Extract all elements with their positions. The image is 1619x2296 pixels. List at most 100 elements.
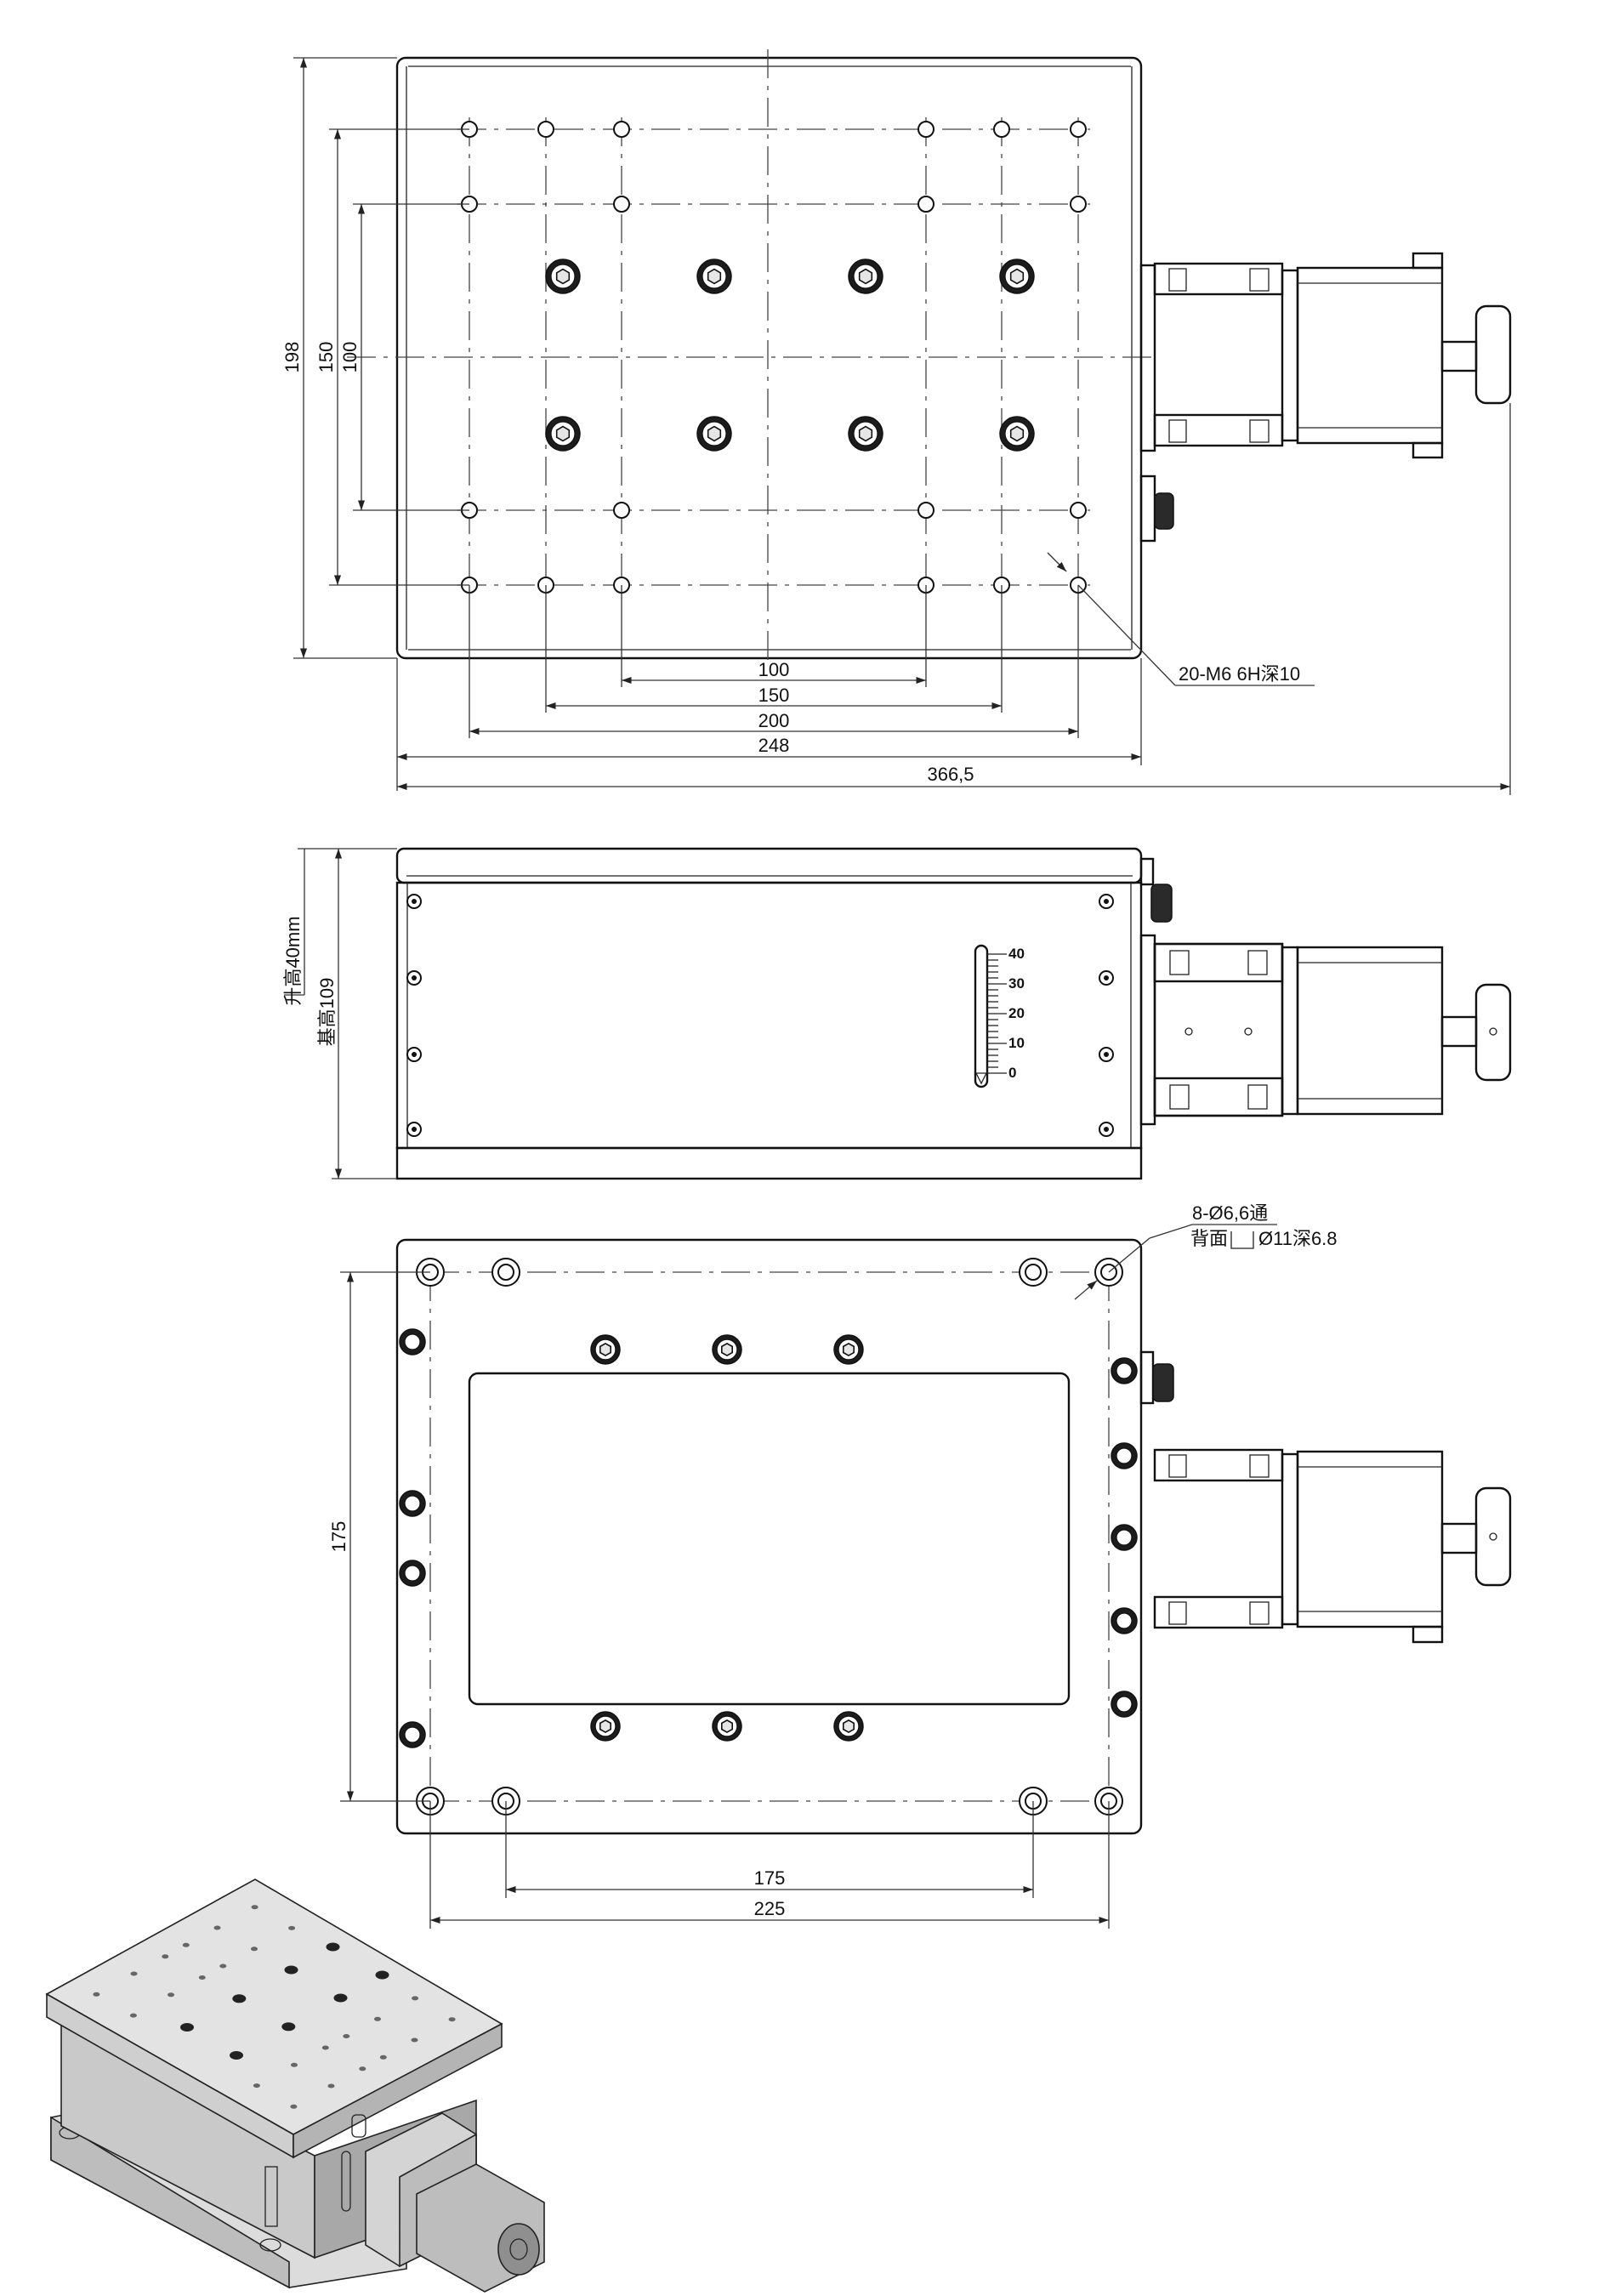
top-bolt-4-hex-socket: [555, 425, 571, 442]
dim-248-label: 248: [758, 735, 790, 756]
bottom-bolt-0-hex-socket: [599, 1342, 612, 1357]
top-m6-hole-12: [917, 502, 934, 519]
side-screw-center-5: [1104, 1052, 1109, 1057]
iso-hole-20: [359, 2066, 366, 2072]
side-handwheel-hole: [1489, 1027, 1497, 1036]
scale-slot: [974, 944, 989, 1088]
bottom-coupler-clamp-3: [1249, 1454, 1270, 1478]
top-motor-shaft: [1440, 340, 1478, 372]
bottom-handwheel-hole: [1489, 1532, 1497, 1541]
bottom-bolt-4-hex-socket: [720, 1719, 734, 1734]
side-screw-center-2: [412, 975, 417, 980]
bottom-bolt-3-hex-socket: [599, 1719, 612, 1734]
iso-scale-slot: [341, 2151, 351, 2212]
bottom-motor-body: [1296, 1450, 1444, 1628]
side-base-plate: [395, 1146, 1143, 1180]
iso-hole-14: [321, 2045, 329, 2050]
iso-hole-19: [327, 2083, 335, 2089]
top-bolt-1-hex-socket: [707, 268, 722, 285]
side-view-dimensions: 升高40mm 基高109: [282, 848, 397, 1179]
top-socket-bolts: [545, 259, 1035, 452]
iso-hole-11: [288, 1925, 296, 1930]
bottom-coupler-clamp-4: [1249, 1601, 1270, 1625]
scale-label-0: 0: [1008, 1065, 1016, 1081]
top-motor-body: [1296, 266, 1444, 445]
edge-screw-head-6: [1116, 1529, 1133, 1546]
iso-hole-17: [412, 1996, 419, 2001]
through-hole-2: [1025, 1264, 1042, 1281]
top-m6-hole-8: [917, 196, 934, 213]
side-coupler-upper: [1153, 942, 1284, 983]
height-scale: 40 30 20 10 0: [974, 944, 1025, 1088]
dim-225-label: 225: [754, 1898, 786, 1919]
iso-hole-21: [379, 2054, 387, 2060]
scale-label-20: 20: [1008, 1005, 1025, 1021]
bottom-lock-knob: [1152, 1363, 1174, 1402]
top-m6-hole-1: [537, 121, 554, 138]
bottom-view: 175 175 225 8-Ø6,6通 背面 Ø11深6.8: [328, 1202, 1512, 1929]
side-coupler-clamp-3: [1247, 950, 1268, 975]
base-height-label: 基高109: [316, 978, 338, 1047]
iso-lock-knob: [351, 2114, 366, 2138]
side-screw-center-7: [1104, 1127, 1109, 1132]
dim-150-horiz-label: 150: [758, 685, 790, 706]
scale-pointer: [974, 1072, 988, 1085]
iso-hole-8: [198, 1975, 206, 1980]
bottom-lock-stud: [1139, 1350, 1155, 1405]
dim-198-label: 198: [281, 342, 303, 373]
side-handwheel: [1474, 983, 1512, 1082]
top-m6-hole-11: [613, 502, 630, 519]
side-screw-center-1: [1104, 899, 1109, 904]
edge-screw-head-3: [404, 1726, 421, 1743]
edge-screw-head-2: [404, 1565, 421, 1582]
bottom-socket-bolts: [590, 1334, 864, 1742]
iso-handwheel-center: [509, 2238, 528, 2260]
dim-150-vert-label: 150: [315, 342, 337, 373]
iso-hole-13: [291, 2062, 298, 2067]
bottom-view-dimensions: 175 175 225 8-Ø6,6通 背面 Ø11深6.8: [328, 1202, 1338, 1929]
bottom-window: [468, 1372, 1071, 1706]
bottom-plate-outline: [395, 1238, 1143, 1835]
iso-hole-9: [219, 1964, 227, 1969]
iso-top-holes: [93, 1905, 456, 2109]
top-m6-hole-2: [613, 121, 630, 138]
bottom-bolt-5-hex-socket: [842, 1719, 855, 1734]
edge-screw-head-7: [1116, 1612, 1133, 1629]
cb-callout-leader-2: [1149, 1224, 1193, 1239]
top-m6-holes: [461, 121, 1087, 594]
bottom-bolt-2-hex-socket: [842, 1342, 855, 1357]
through-hole-1: [497, 1264, 514, 1281]
top-m6-hole-5: [1070, 121, 1087, 138]
iso-handwheel: [497, 2223, 540, 2276]
top-motor-connector-2: [1412, 441, 1444, 459]
top-coupler-clamp-1: [1168, 268, 1187, 292]
scale-label-10: 10: [1008, 1035, 1025, 1051]
side-coupler-hole-2: [1244, 1027, 1253, 1036]
iso-hole-23: [448, 2017, 456, 2022]
dim-175-horiz-label: 175: [754, 1867, 786, 1889]
side-view: 40 30 20 10 0: [282, 847, 1512, 1180]
iso-bolt-2: [284, 1965, 298, 1975]
top-coupler-clamp-2: [1168, 419, 1187, 443]
top-bolt-7-hex-socket: [1009, 425, 1025, 442]
bottom-counterbore-holes: [416, 1258, 1123, 1816]
scale-label-40: 40: [1008, 946, 1025, 962]
bottom-handwheel: [1474, 1486, 1512, 1587]
top-bolt-2-hex-socket: [858, 268, 873, 285]
iso-top-plate-side: [293, 2022, 503, 2159]
top-bolt-5-hex-socket: [707, 425, 722, 442]
side-motor-mount: [1281, 946, 1299, 1116]
iso-hole-4: [213, 1925, 221, 1930]
side-coupler-clamp-1: [1169, 950, 1190, 975]
iso-scale-plate: [264, 2166, 278, 2227]
iso-hole-7: [168, 1992, 174, 1998]
cb-callout-line2: 背面: [1190, 1228, 1228, 1249]
dim-366-label: 366,5: [927, 764, 974, 785]
cb-callout-leader: [1108, 1237, 1150, 1273]
side-motor-shaft: [1440, 1015, 1478, 1048]
top-bolt-0-hex-socket: [555, 268, 571, 285]
side-coupler-housing: [1153, 942, 1284, 1117]
top-handwheel: [1474, 304, 1512, 405]
bottom-motor-shaft: [1440, 1522, 1478, 1554]
